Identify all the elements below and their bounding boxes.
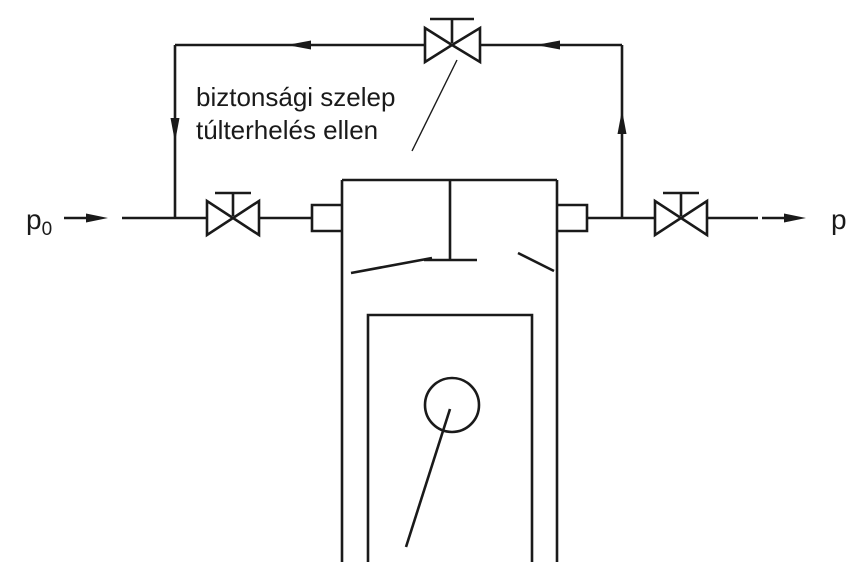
flow-arrow-top-left <box>287 40 311 50</box>
flow-arrow-up-right-riser <box>617 110 627 134</box>
caption-line-1: biztonsági szelep <box>196 82 395 112</box>
safety-valve-left-triangle <box>423 25 455 65</box>
connecting-rod <box>404 408 452 548</box>
outlet-valve-right-triangle <box>678 198 709 238</box>
suction-flap-valve <box>350 256 433 275</box>
cylinder-right-port <box>557 203 589 233</box>
safety-valve-caption: biztonsági szelep túlterhelés ellen <box>196 82 395 145</box>
caption-leader-line <box>411 59 458 152</box>
outlet-pressure-label: p <box>831 204 847 235</box>
inlet-valve-left-triangle <box>205 198 236 238</box>
discharge-flap-valve <box>517 251 555 273</box>
caption-line-2: túlterhelés ellen <box>196 115 378 145</box>
piston-pin-circle <box>423 376 481 434</box>
inlet-pressure-label: p0 <box>26 204 52 240</box>
safety-valve-symbol <box>423 17 482 65</box>
outlet-valve-symbol <box>653 191 709 238</box>
outlet-arrow-head <box>784 213 806 223</box>
inlet-arrow-head <box>86 213 108 223</box>
piston-outline <box>366 313 534 562</box>
inlet-pressure-subscript: 0 <box>42 219 53 240</box>
inlet-valve-symbol <box>205 191 261 238</box>
piston-assembly <box>366 313 534 562</box>
safety-valve-right-triangle <box>449 25 482 65</box>
outlet-flow-arrow <box>762 213 806 223</box>
inlet-flow-arrow <box>64 213 108 223</box>
outlet-valve-left-triangle <box>653 198 684 238</box>
flow-arrow-top-right <box>536 40 560 50</box>
inlet-pressure-symbol: p <box>26 204 42 235</box>
flow-arrow-down-left-riser <box>170 118 180 142</box>
compressor-cylinder <box>310 178 589 562</box>
cylinder-left-port <box>310 203 342 233</box>
inlet-valve-right-triangle <box>230 198 261 238</box>
